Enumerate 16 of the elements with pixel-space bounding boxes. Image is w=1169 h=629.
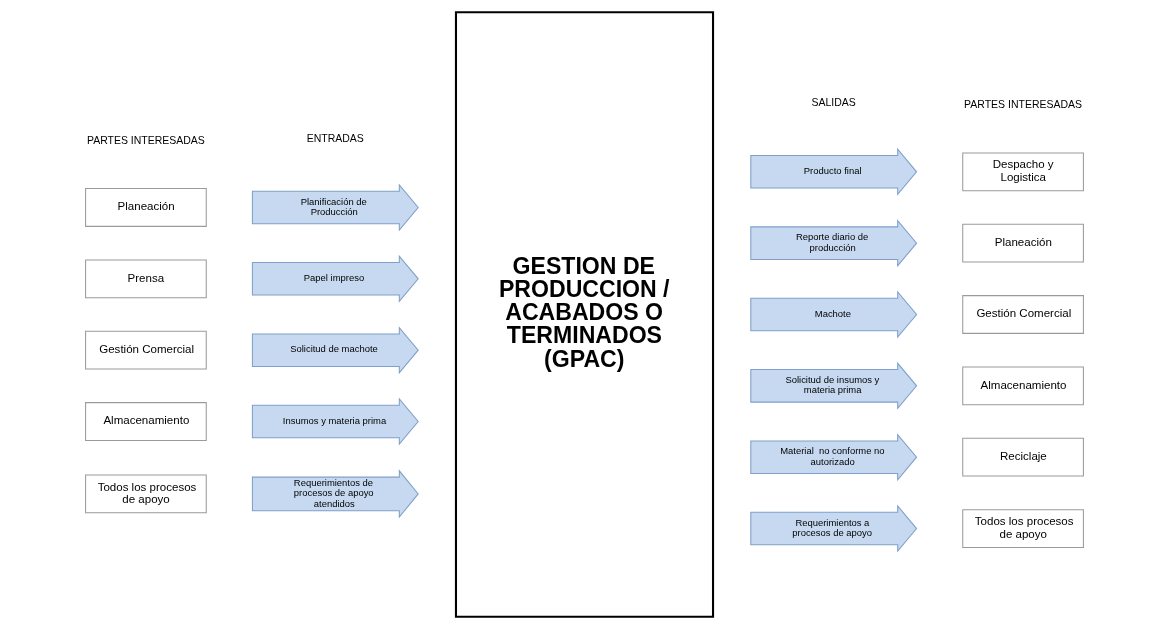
- node-box: Reciclaje: [962, 437, 1084, 477]
- node-box: Almacenamiento: [962, 366, 1084, 406]
- label: PARTES INTERESADAS: [86, 135, 205, 146]
- node-box: Prensa: [85, 259, 207, 299]
- label: ENTRADAS: [306, 132, 364, 144]
- node-box: Despacho y Logistica: [962, 152, 1084, 192]
- label: SALIDAS: [811, 97, 856, 109]
- node-box: Gestión Comercial: [962, 295, 1084, 334]
- node-box: GESTION DE PRODUCCION / ACABADOS O TERMINADOS (GPAC): [454, 11, 715, 618]
- node-box: Planeación: [962, 223, 1084, 263]
- node-box: Almacenamiento: [85, 402, 207, 441]
- label: PARTES INTERESADAS: [964, 99, 1083, 111]
- node-box: Todos los procesos de apoyo: [85, 474, 207, 514]
- node-box: Planeación: [85, 188, 207, 227]
- node-box: Todos los procesos de apoyo: [962, 509, 1084, 548]
- node-box: Gestión Comercial: [85, 330, 207, 370]
